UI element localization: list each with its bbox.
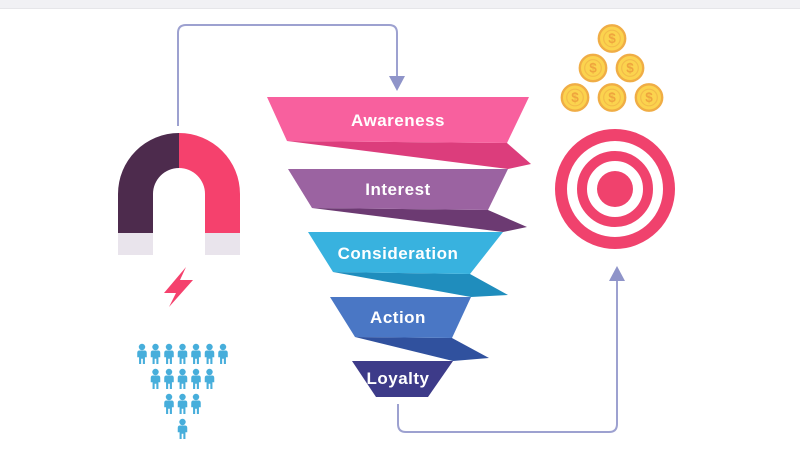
funnel-stage-awareness	[267, 97, 529, 143]
coin-inner-ring	[621, 59, 639, 77]
coin-inner-ring	[603, 29, 621, 48]
coins-icon: $ $ $ $ $	[560, 24, 664, 112]
arrow-line	[397, 281, 618, 433]
dollar-symbol: $	[645, 90, 653, 105]
coin-icon: $	[597, 83, 627, 112]
funnel-stage-label-awareness: Awareness	[351, 111, 445, 130]
dollar-symbol: $	[589, 61, 597, 76]
coin-inner-ring	[603, 88, 621, 107]
target-outer-ring	[555, 129, 675, 249]
person-icon	[137, 343, 147, 364]
funnel-stage-action	[330, 297, 471, 338]
person-icon	[150, 343, 161, 364]
funnel-stage-consideration	[308, 232, 503, 274]
coin-icon: $	[634, 83, 664, 112]
funnel-stage-interest	[288, 169, 508, 210]
funnel-stage-label-loyalty: Loyalty	[366, 369, 429, 388]
dollar-symbol: $	[608, 31, 616, 46]
funnel-stage-label-consideration: Consideration	[338, 244, 459, 263]
target-middle-ring	[577, 151, 653, 227]
coin-circle	[560, 83, 590, 112]
magnet-to-funnel-arrow	[177, 24, 405, 126]
coin-circle	[578, 53, 608, 83]
arrow-line	[177, 24, 398, 126]
target-icon	[555, 129, 675, 249]
person-icon	[177, 418, 188, 439]
coin-icon: $	[597, 24, 627, 53]
person-icon	[218, 343, 228, 364]
funnel-stage-label-action: Action	[370, 308, 426, 327]
person-icon	[177, 343, 188, 364]
coin-inner-ring	[640, 88, 658, 107]
magnet-right-half	[179, 133, 240, 255]
funnel-stage-label-interest: Interest	[365, 180, 430, 199]
coin-circle	[597, 83, 627, 112]
audience-pyramid-icon	[137, 343, 228, 439]
funnel-to-target-arrow	[397, 266, 625, 433]
lightning-icon	[164, 267, 193, 307]
funnel-stage-loyalty	[352, 361, 453, 397]
coin-circle	[615, 53, 645, 83]
funnel-fold-action	[355, 337, 489, 361]
funnel-fold-awareness	[287, 141, 531, 169]
magnet-right-tip	[205, 233, 240, 255]
coin-inner-ring	[566, 88, 584, 107]
magnet-icon	[118, 133, 240, 255]
dollar-symbol: $	[626, 61, 634, 76]
person-icon	[164, 368, 174, 389]
coin-circle	[634, 83, 664, 112]
dollar-symbol: $	[608, 90, 616, 105]
coin-circle	[597, 24, 627, 53]
funnel-fold-interest	[312, 208, 527, 232]
person-icon	[177, 393, 188, 414]
person-icon	[177, 368, 188, 389]
dollar-symbol: $	[571, 90, 579, 105]
person-icon	[150, 368, 161, 389]
person-icon	[191, 343, 201, 364]
magnet-left-half	[118, 133, 179, 255]
coin-inner-ring	[584, 59, 602, 77]
window-top-bar	[0, 0, 800, 9]
coin-icon: $	[615, 53, 645, 83]
person-icon	[164, 343, 174, 364]
person-icon	[191, 368, 201, 389]
marketing-funnel: Awareness Interest Consideration Action …	[267, 97, 531, 397]
coin-icon: $	[578, 53, 608, 83]
magnet-left-tip	[118, 233, 153, 255]
target-center-dot	[597, 171, 633, 207]
person-icon	[164, 393, 174, 414]
coin-icon: $	[560, 83, 590, 112]
person-icon	[191, 393, 201, 414]
arrowhead-down-icon	[389, 76, 405, 91]
person-icon	[204, 368, 215, 389]
person-icon	[204, 343, 215, 364]
funnel-fold-consideration	[333, 272, 508, 297]
arrowhead-up-icon	[609, 266, 625, 281]
